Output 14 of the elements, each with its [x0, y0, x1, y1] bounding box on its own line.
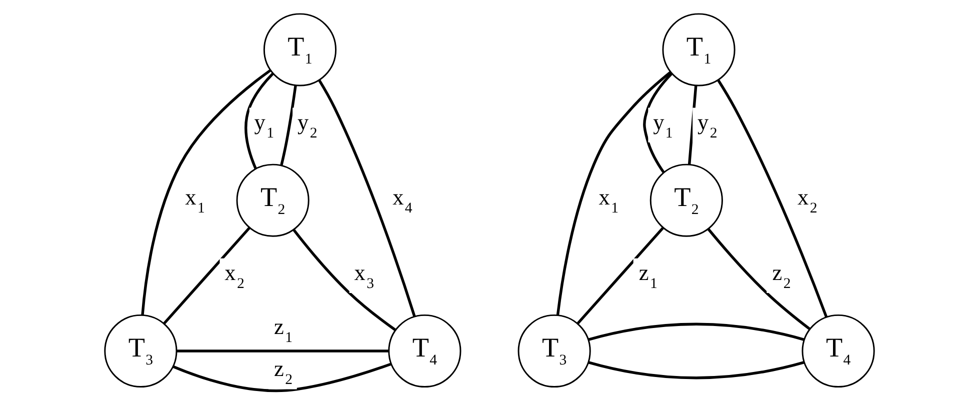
edge-label: x$_{3}$: [354, 259, 374, 292]
edge-label: z$_{2}$: [274, 356, 293, 388]
edge-label: y$_{1}$: [254, 108, 274, 141]
edge-label: y$_{1}$: [653, 108, 673, 141]
edge-label: z$_{1}$: [638, 259, 658, 292]
edge-label: x$_{2}$: [798, 184, 818, 216]
edge-label: x$_{4}$: [392, 184, 412, 216]
edge-label: z$_{1}$: [274, 314, 293, 346]
edge-label: x$_{2}$: [224, 259, 244, 292]
edge-label: z$_{2}$: [772, 259, 791, 292]
edge-label: y$_{2}$: [698, 108, 718, 141]
edge-label: x$_{1}$: [185, 184, 205, 216]
edge-label: x$_{1}$: [598, 184, 619, 216]
edge-label: y$_{2}$: [298, 108, 318, 141]
